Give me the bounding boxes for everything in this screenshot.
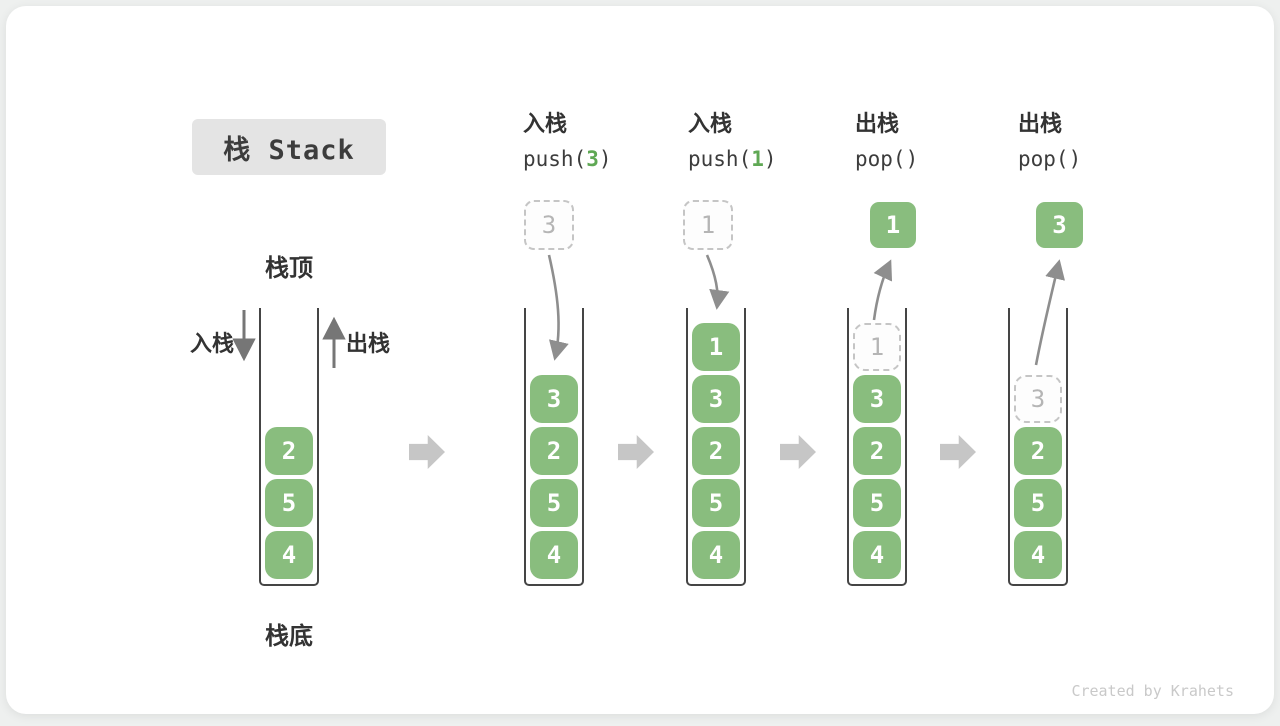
stack-cell: 2	[692, 427, 740, 475]
stack-cell: 3	[530, 375, 578, 423]
stack-cell: 2	[853, 427, 901, 475]
stack-cell: 2	[1014, 427, 1062, 475]
figure-card: 栈 Stack 栈顶 栈底 入栈 出栈 入栈 push(3) 入栈 push(1…	[6, 6, 1274, 714]
stack-cell: 5	[853, 479, 901, 527]
stack-cell: 4	[692, 531, 740, 579]
stack-cell: 4	[1014, 531, 1062, 579]
stack-cell: 3	[853, 375, 901, 423]
stack-cell: 1	[692, 323, 740, 371]
stack-cell: 5	[1014, 479, 1062, 527]
op-action-text: 入栈	[523, 112, 568, 137]
watermark: Created by Krahets	[1071, 682, 1234, 700]
stack-cell: 4	[853, 531, 901, 579]
op-code-text: push(3)	[523, 147, 612, 171]
arrow-overlay	[232, 254, 1065, 368]
op-code-text: pop()	[855, 147, 919, 171]
stack-cell: 5	[692, 479, 740, 527]
op-action-text: 出栈	[855, 112, 900, 137]
op-label-pop-3: 出栈 pop()	[1018, 112, 1081, 171]
op-label-push-3: 入栈 push(3)	[523, 112, 612, 171]
push-1-curve-arrow-icon	[705, 254, 730, 310]
popped-value-box: 3	[1036, 202, 1083, 248]
pop-direction-label: 出栈	[346, 332, 391, 357]
step-arrow-icon	[940, 435, 976, 469]
push-direction-label: 入栈	[190, 332, 235, 357]
figure-title: 栈 Stack	[192, 119, 386, 175]
stack-cell: 5	[265, 479, 313, 527]
stack-top-label: 栈顶	[265, 254, 313, 282]
step-arrow-icon	[409, 435, 445, 469]
stack-cell: 4	[265, 531, 313, 579]
step-arrow-icon	[780, 435, 816, 469]
op-label-push-1: 入栈 push(1)	[688, 112, 777, 171]
stack-cell-ghost: 1	[853, 323, 901, 371]
stack-cell: 2	[530, 427, 578, 475]
popped-value-box: 1	[870, 202, 916, 248]
stack-cell: 2	[265, 427, 313, 475]
stack-bottom-label: 栈底	[265, 622, 313, 650]
op-code-text: push(1)	[688, 147, 777, 171]
incoming-value-box: 1	[683, 200, 733, 250]
stack-cell: 5	[530, 479, 578, 527]
op-action-text: 入栈	[688, 112, 733, 137]
op-action-text: 出栈	[1018, 112, 1063, 137]
op-label-pop-1: 出栈 pop()	[855, 112, 918, 171]
stack-cell: 3	[692, 375, 740, 423]
incoming-value-box: 3	[524, 200, 574, 250]
stack-cell-ghost: 3	[1014, 375, 1062, 423]
op-code-text: pop()	[1018, 147, 1082, 171]
stack-cell: 4	[530, 531, 578, 579]
step-arrow-icon	[618, 435, 654, 469]
